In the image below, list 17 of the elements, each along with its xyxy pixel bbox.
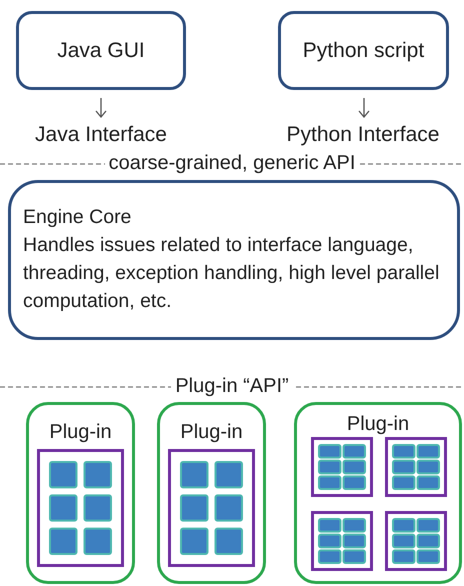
box-label: Plug-in [48,420,113,445]
arrow [358,98,370,118]
box-description: Handles issues related to interface language, threading, exception handling, high level parallel computation, etc. [23,233,440,314]
process-box [278,11,449,90]
process-box [16,11,186,90]
interface-label: Python Interface [268,119,458,149]
box-label: Python script [302,38,424,64]
box-label: Plug-in [179,420,244,445]
interface-label: Java Interface [20,119,182,149]
plugin-box [157,402,266,584]
plugin-box [294,402,462,584]
box-label: Plug-in [346,412,410,437]
plugin-box [26,402,135,584]
arrow [95,98,107,118]
box-label: Java GUI [57,38,145,64]
box-heading: Engine Core [23,205,132,230]
engine-box [8,180,460,340]
